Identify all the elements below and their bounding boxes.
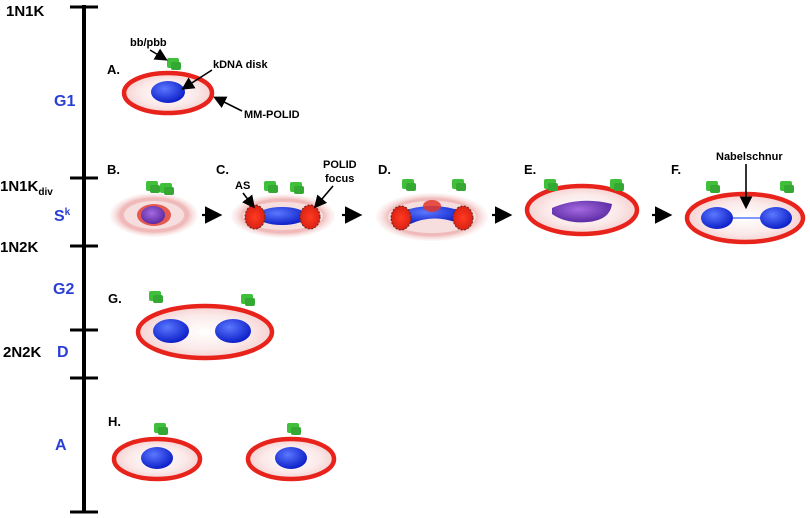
cell-e — [524, 179, 640, 237]
phase-label-g2: G2 — [53, 281, 74, 298]
panel-letter-f: F. — [671, 162, 681, 177]
basal-body-icon — [544, 179, 558, 191]
cell-g — [135, 291, 275, 361]
basal-body-icon — [167, 58, 181, 70]
basal-body-icon — [264, 181, 278, 193]
cell-b — [110, 181, 198, 237]
axis-label-1n1k-div-main: 1N1K — [0, 178, 39, 195]
kdna-disk — [701, 207, 733, 229]
phase-label-a: A — [55, 437, 67, 454]
basal-body-icon — [149, 291, 163, 303]
polid-focus — [299, 204, 321, 230]
pointer-arrow — [181, 69, 213, 90]
pointer-arrow — [213, 96, 243, 112]
annotation-mm-polid: MM-POLID — [244, 109, 300, 121]
axis-label-2n2k: 2N2K — [3, 344, 42, 361]
cell-a — [121, 58, 215, 116]
panel-letter-c: C. — [216, 162, 229, 177]
basal-body-icon — [452, 179, 466, 191]
panel-letter-a: A. — [107, 62, 120, 77]
basal-body-icon — [290, 182, 304, 194]
kdna-disk — [141, 206, 165, 224]
phase-label-g1: G1 — [54, 93, 75, 110]
panel-letter-b: B. — [107, 162, 120, 177]
axis-label-1n2k: 1N2K — [0, 239, 39, 256]
phase-label-s: Sk — [54, 207, 71, 225]
panel-letter-h: H. — [108, 414, 121, 429]
basal-body-icon — [706, 181, 720, 193]
antipodal-site — [390, 205, 412, 231]
panel-letter-e: E. — [524, 162, 536, 177]
kdna-disk — [275, 447, 307, 469]
kdna-disk — [257, 207, 307, 225]
pointer-arrow — [313, 185, 334, 209]
axis-label-1n1k-div: 1N1Kdiv — [0, 178, 53, 198]
annotation-as: AS — [235, 180, 250, 192]
basal-body-icon — [160, 183, 174, 195]
kdna-disk — [215, 319, 251, 343]
cell-c — [231, 181, 335, 238]
kdna-disk — [153, 319, 189, 343]
axis-label-1n1k: 1N1K — [6, 3, 45, 20]
kdna-disk — [760, 207, 792, 229]
panel-letter-g: G. — [108, 291, 122, 306]
panel-letter-d: D. — [378, 162, 391, 177]
pointer-arrow — [242, 192, 255, 209]
phase-label-d: D — [57, 344, 69, 361]
cell-h-right — [245, 423, 337, 482]
phase-label-s-sup: k — [65, 207, 71, 218]
annotation-nabelschnur: Nabelschnur — [716, 151, 783, 163]
axis-label-1n1k-div-sub: div — [38, 187, 53, 198]
kdna-disk — [141, 447, 173, 469]
annotation-polid-focus-line2: focus — [325, 173, 354, 185]
cell-h-left — [111, 423, 203, 482]
cell-d — [376, 179, 488, 241]
basal-body-icon — [154, 423, 168, 435]
phase-label-s-main: S — [54, 208, 65, 225]
basal-body-icon — [146, 181, 160, 193]
annotation-kdna-disk: kDNA disk — [213, 59, 268, 71]
basal-body-icon — [241, 294, 255, 306]
kdna-disk — [151, 81, 185, 103]
antipodal-site — [452, 205, 474, 231]
kdna-disk — [552, 200, 612, 223]
annotation-polid-focus-line1: POLID — [323, 159, 357, 171]
pointer-arrow — [149, 48, 168, 61]
basal-body-icon — [780, 181, 794, 193]
antipodal-site — [244, 204, 266, 230]
annotation-bb-pbb: bb/pbb — [130, 37, 167, 49]
kdna-disk — [399, 206, 465, 224]
basal-body-icon — [287, 423, 301, 435]
basal-body-icon — [402, 179, 416, 191]
cell-f — [684, 181, 806, 245]
